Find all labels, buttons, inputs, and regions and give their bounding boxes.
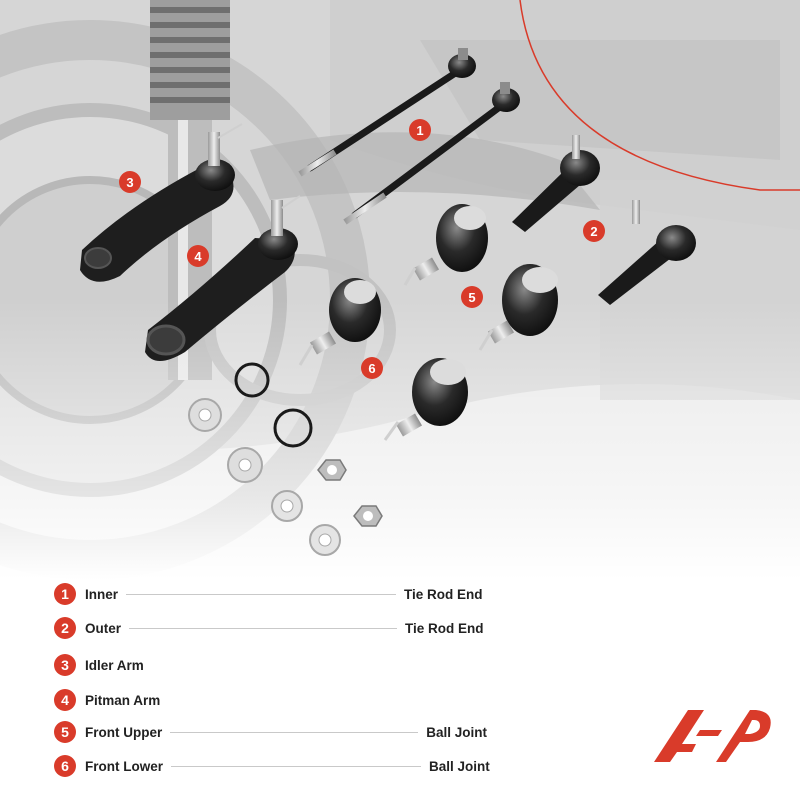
parts-legend: 1 Inner Tie Rod End 2 Outer Tie Rod End …: [0, 578, 800, 800]
callout-2: 2: [583, 220, 605, 242]
legend-type: Ball Joint: [426, 724, 488, 740]
background-scene: [0, 0, 800, 580]
legend-number: 1: [54, 583, 76, 605]
svg-text:1: 1: [416, 123, 423, 138]
pitman-arm-part: [145, 195, 301, 361]
lower-ball-joint-parts: [298, 278, 468, 441]
idler-arm-part: [80, 123, 243, 282]
leader-line: [129, 627, 398, 629]
leader-line: [126, 593, 397, 595]
legend-number: 2: [54, 617, 76, 639]
callout-4: 4: [187, 245, 209, 267]
legend-row-6: 6 Front Lower Ball Joint: [54, 755, 490, 777]
legend-type: Tie Rod End: [404, 586, 483, 602]
callout-5: 5: [461, 286, 483, 308]
callout-3: 3: [119, 171, 141, 193]
parts-photo: 1 2 3 4 5 6: [0, 0, 800, 580]
callout-1: 1: [409, 119, 431, 141]
legend-label: Front Upper: [85, 724, 163, 740]
outer-tie-rod-end-parts: [512, 135, 696, 305]
callout-6: 6: [361, 357, 383, 379]
legend-label: Pitman Arm: [85, 692, 161, 708]
legend-label: Front Lower: [85, 758, 163, 774]
svg-text:2: 2: [590, 224, 597, 239]
legend-label: Outer: [85, 620, 122, 636]
legend-row-4: 4 Pitman Arm: [54, 689, 160, 711]
legend-label: Inner: [85, 586, 119, 602]
legend-row-5: 5 Front Upper Ball Joint: [54, 721, 487, 743]
legend-number: 4: [54, 689, 76, 711]
svg-text:3: 3: [126, 175, 133, 190]
upper-ball-joint-parts: [403, 204, 558, 351]
brand-logo: [654, 710, 771, 762]
leader-line: [170, 731, 419, 733]
leader-line: [171, 765, 421, 767]
legend-type: Ball Joint: [429, 758, 490, 774]
legend-number: 5: [54, 721, 76, 743]
svg-text:5: 5: [468, 290, 475, 305]
hardware-parts: [188, 362, 383, 556]
legend-number: 3: [54, 654, 76, 676]
legend-number: 6: [54, 755, 76, 777]
inner-tie-rod-end-parts: [298, 48, 520, 225]
legend-row-2: 2 Outer Tie Rod End: [54, 617, 484, 639]
svg-text:4: 4: [194, 249, 202, 264]
legend-row-1: 1 Inner Tie Rod End: [54, 583, 483, 605]
legend-row-3: 3 Idler Arm: [54, 654, 144, 676]
legend-label: Idler Arm: [85, 657, 144, 673]
legend-type: Tie Rod End: [405, 620, 484, 636]
svg-text:6: 6: [368, 361, 375, 376]
